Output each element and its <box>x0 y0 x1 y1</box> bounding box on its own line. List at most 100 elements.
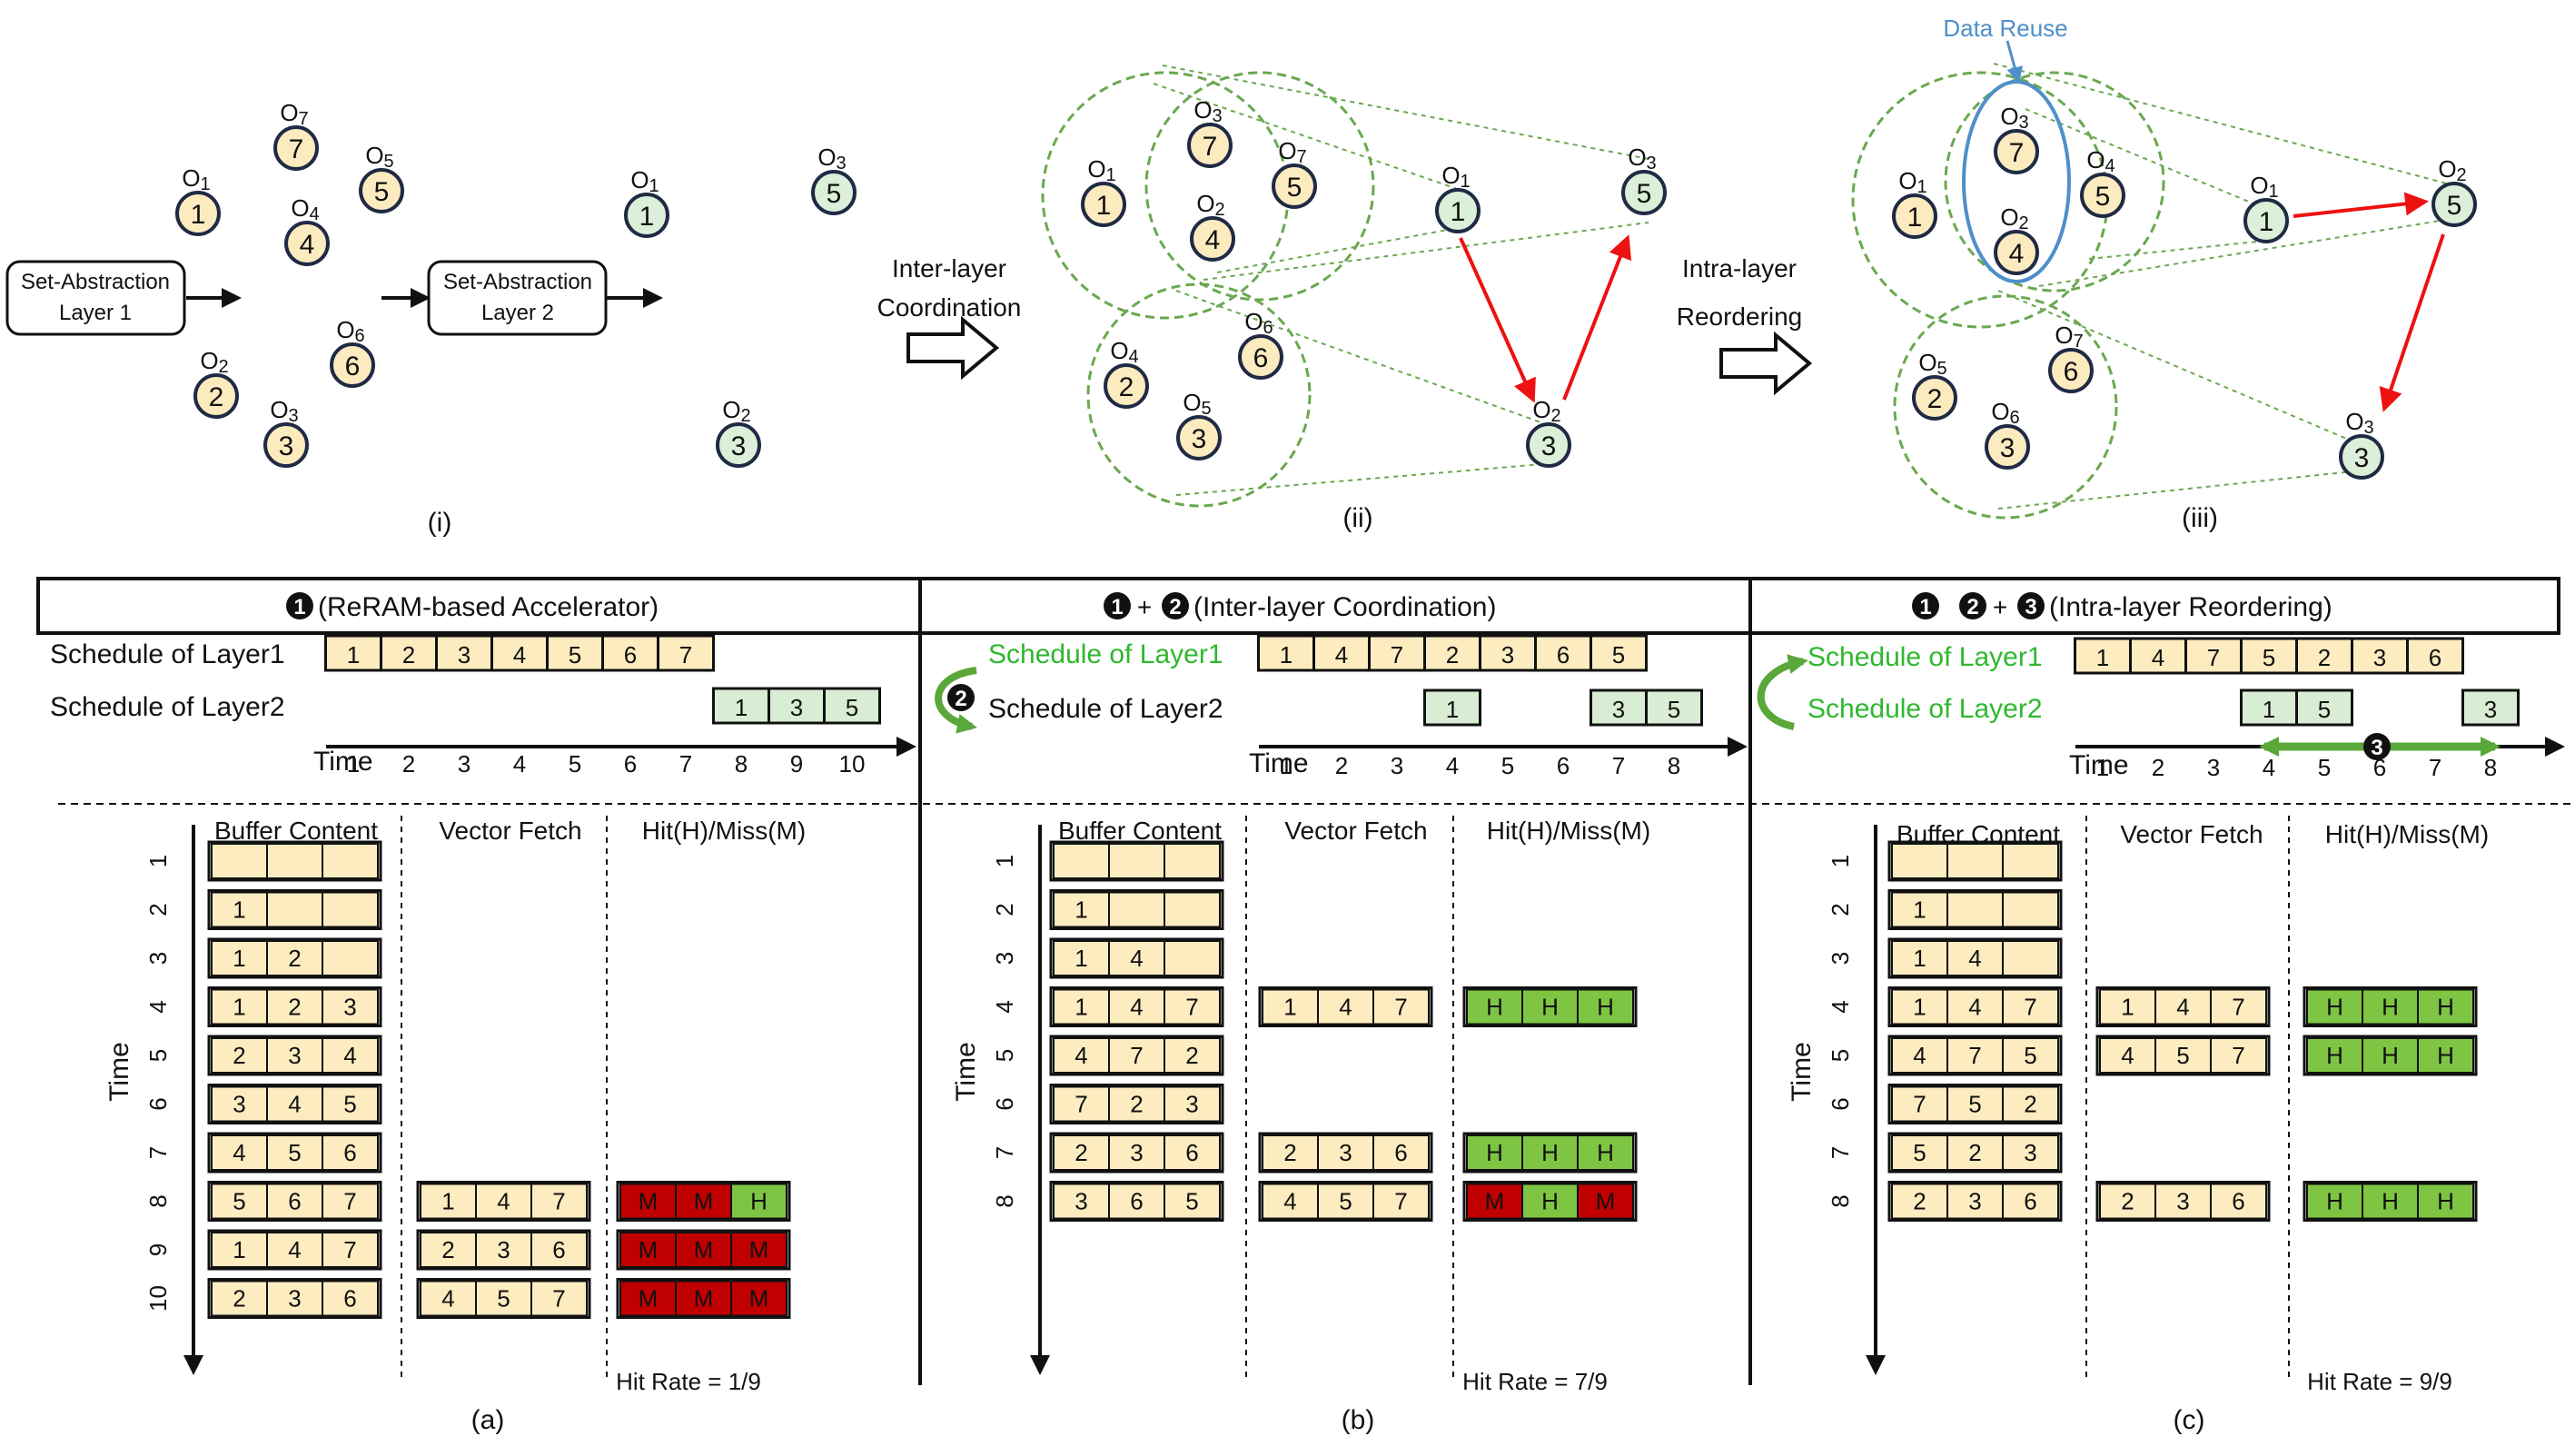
buffer-cell-value: 4 <box>1130 945 1143 972</box>
time-tick: 10 <box>839 750 866 778</box>
step-badge-number: 2 <box>1966 595 1978 619</box>
hit-cell <box>1577 988 1634 1025</box>
buffer-cell-value: 2 <box>233 1042 245 1069</box>
buffer-cell-value: 2 <box>1968 1139 1981 1166</box>
fetch-cell <box>2154 988 2212 1025</box>
point-label: O6 <box>1991 398 2019 428</box>
fetch-cell-value: 4 <box>2121 1042 2134 1069</box>
row-time: 5 <box>1827 1049 1854 1062</box>
point-node <box>359 168 404 213</box>
row-time: 8 <box>144 1194 172 1207</box>
step-badge-number: 2 <box>1169 595 1181 619</box>
buffer-cell <box>1946 1037 2004 1074</box>
miss-cell <box>619 1183 677 1220</box>
layer2-slot-value: 3 <box>790 694 803 721</box>
layer2-slot <box>1590 688 1648 727</box>
layer1-slot-value: 5 <box>1612 641 1625 669</box>
hit-cell-value: M <box>694 1236 714 1263</box>
time-axis-label: Time <box>313 747 373 777</box>
fetch-cell <box>420 1232 477 1268</box>
hit-cell-value: H <box>750 1188 768 1215</box>
fetch-row <box>2095 986 2271 1027</box>
fetch-cell <box>2154 1183 2212 1220</box>
step-badge <box>2017 592 2045 619</box>
buffer-cell <box>322 891 379 928</box>
point-label: O2 <box>2000 203 2028 233</box>
point-number: 1 <box>639 202 655 232</box>
row-time: 8 <box>991 1194 1018 1207</box>
hit-cell <box>1577 1134 1634 1171</box>
time-axis-label: Time <box>2069 750 2129 780</box>
buffer-cell <box>1891 940 1948 976</box>
point-node <box>716 422 761 468</box>
buffer-cell-value: 3 <box>233 1091 245 1118</box>
hit-rate: Hit Rate = 9/9 <box>2307 1368 2452 1395</box>
hit-cell-value: H <box>1541 994 1559 1021</box>
buffer-cell <box>211 843 268 879</box>
buffer-cell-value: 1 <box>233 945 245 972</box>
time-tick: 6 <box>1557 752 1570 779</box>
row-time-axis-label: Time <box>1787 1042 1817 1102</box>
layer1-slot <box>1479 634 1537 672</box>
fetch-row <box>1258 1181 1433 1222</box>
buffer-cell-value: 3 <box>288 1042 301 1069</box>
bottom-panel-a: 1(ReRAM-based Accelerator)Schedule of La… <box>50 592 916 1435</box>
buffer-cell-value: 1 <box>1913 896 1926 924</box>
fetch-cell-value: 4 <box>497 1188 510 1215</box>
layer2-slot-value: 3 <box>2484 696 2497 723</box>
buffer-cell-value: 3 <box>1130 1139 1143 1166</box>
point-label: O3 <box>270 396 298 426</box>
fetch-row <box>416 1181 591 1222</box>
buffer-cell <box>1946 843 2004 879</box>
row-time: 7 <box>991 1146 1018 1159</box>
layer1-slot-value: 4 <box>513 641 526 669</box>
fetch-cell-value: 5 <box>2176 1042 2189 1069</box>
hit-cell-value: M <box>1596 1188 1616 1215</box>
buffer-cell <box>2002 843 2059 879</box>
hollow-arrow-ii <box>906 315 1000 381</box>
buffer-cell-value: 3 <box>288 1285 301 1312</box>
point-number: 5 <box>374 177 390 207</box>
fetch-cell-value: 1 <box>2121 994 2134 1021</box>
fetch-cell <box>530 1183 588 1220</box>
fetch-cell-value: 1 <box>1283 994 1296 1021</box>
point-node <box>1526 422 1571 468</box>
buffer-row <box>1887 937 2063 979</box>
buffer-cell <box>2002 891 2059 928</box>
buffer-cell-value: 7 <box>1075 1091 1087 1118</box>
fetch-row <box>2095 1181 2271 1222</box>
point-number: 6 <box>345 352 361 381</box>
buffer-cell <box>1053 891 1110 928</box>
point-label: O7 <box>1278 137 1306 167</box>
layer2-slot <box>2295 688 2353 727</box>
time-tick: 8 <box>735 750 748 778</box>
miss-cell <box>675 1183 732 1220</box>
transition-iii: Intra-layer Reordering <box>1677 254 1813 396</box>
fetch-cell-value: 6 <box>1394 1139 1407 1166</box>
point-label: O5 <box>1918 349 1946 379</box>
fetch-cell-value: 6 <box>2232 1188 2244 1215</box>
fetch-cell-value: 2 <box>2121 1188 2134 1215</box>
layer1-slot <box>1590 634 1648 672</box>
point-node <box>1621 170 1667 215</box>
point-node <box>1994 129 2039 174</box>
time-tick: 7 <box>2429 754 2441 781</box>
buffer-cell-value: 1 <box>1913 945 1926 972</box>
buffer-row <box>207 1132 382 1174</box>
step-badge-number: 1 <box>293 595 305 619</box>
point-number: 2 <box>1119 372 1134 402</box>
buffer-cell-value: 2 <box>288 945 301 972</box>
buffer-cell <box>266 1085 323 1123</box>
time-tick: 3 <box>2207 754 2220 781</box>
fetch-cell-value: 4 <box>441 1285 454 1312</box>
hit-row <box>2303 1181 2478 1222</box>
layer1-label-line1: Set-Abstraction <box>21 270 170 294</box>
point-label: O4 <box>2086 146 2114 176</box>
buffer-cell <box>1164 940 1221 976</box>
buffer-row <box>1887 840 2063 882</box>
time-tick: 4 <box>1446 752 1459 779</box>
point-number: 1 <box>191 200 206 230</box>
buffer-cell <box>211 940 268 976</box>
buffer-cell <box>1946 1134 2004 1171</box>
fetch-cell <box>2099 988 2156 1025</box>
